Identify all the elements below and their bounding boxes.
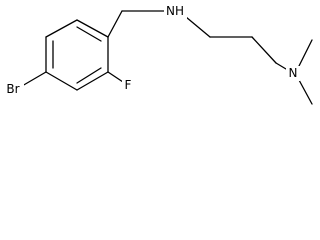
bond-ring-c1-c2 xyxy=(76,19,109,38)
bond-ring-c5-c6 xyxy=(76,71,109,91)
atom-label-bromine: Br xyxy=(6,82,19,96)
bond-ring-double-inner-3 xyxy=(76,67,102,84)
bond-c6-f xyxy=(107,71,124,83)
bond-c3-n xyxy=(275,62,287,70)
atom-label-dimethyl-n: N xyxy=(289,66,298,80)
bond-ring-c2-c3 xyxy=(45,19,78,38)
benzene-ring xyxy=(45,19,109,91)
bond-ring-double-inner-1 xyxy=(76,26,102,42)
bond-n-methyl-upper xyxy=(297,39,313,69)
bond-ring-ch2 xyxy=(107,10,123,38)
atom-label-amine-nh: NH xyxy=(166,4,184,18)
bond-nh-c1 xyxy=(185,16,211,38)
bond-c3-br xyxy=(21,71,47,87)
bond-n-methyl-lower xyxy=(298,79,313,105)
atom-label-fluorine: F xyxy=(125,78,132,92)
bond-c2-c3 xyxy=(251,36,277,64)
structure-diagram: Br F NH N xyxy=(4,4,313,105)
bond-ring-c4-c5 xyxy=(45,71,78,91)
